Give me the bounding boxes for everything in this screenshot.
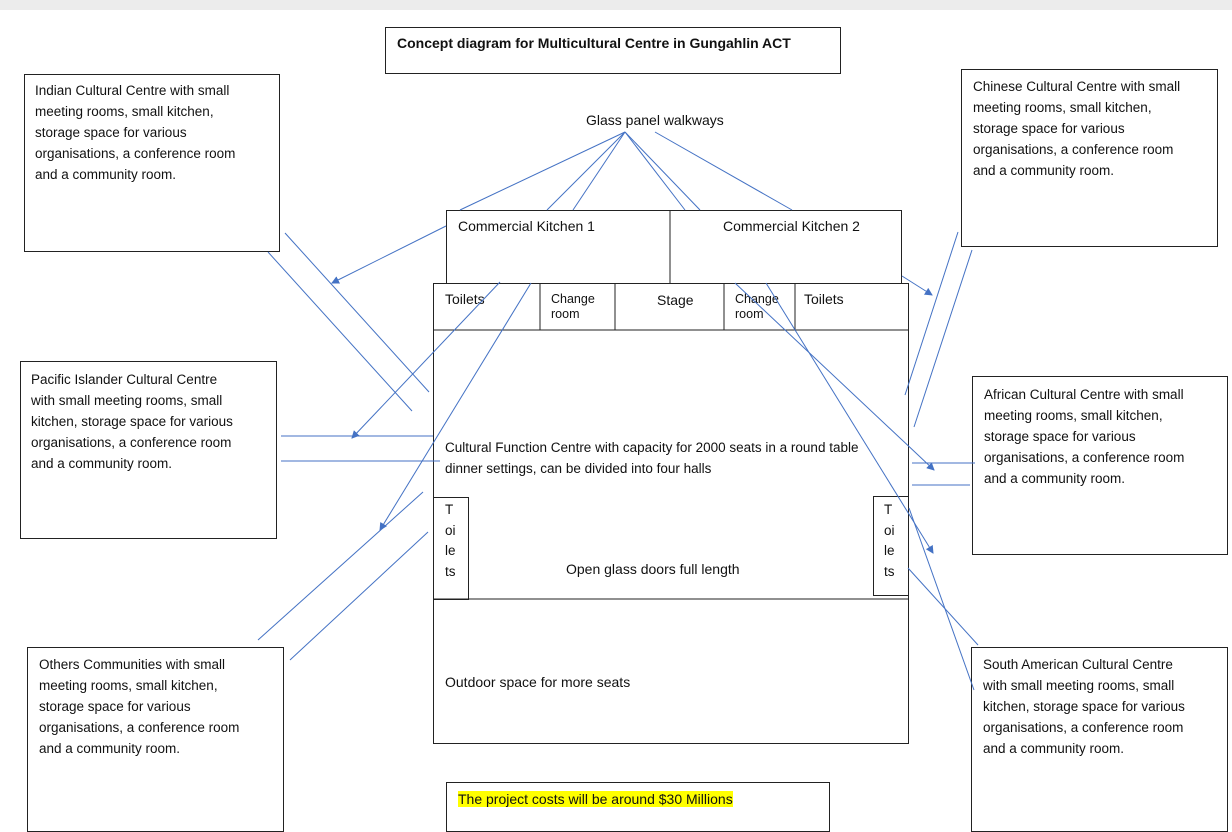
stage-label: Stage (657, 292, 694, 308)
title-box (385, 27, 841, 74)
function-centre-description: Cultural Function Centre with capacity f… (445, 440, 859, 476)
side-toilets-right-label: T oi le ts (884, 502, 895, 579)
change-room-left-label: Change room (551, 292, 595, 321)
pacific-centre-description: Pacific Islander Cultural Centre with sm… (31, 372, 233, 471)
south-american-centre-description: South American Cultural Centre with smal… (983, 657, 1185, 756)
pacific-centre-box (20, 361, 277, 539)
top-bar (0, 0, 1232, 10)
chinese-centre-description: Chinese Cultural Centre with small meeti… (973, 79, 1181, 178)
african-centre-description: African Cultural Centre with small meeti… (984, 387, 1185, 486)
chinese-link (913, 249, 973, 428)
walkway-line (546, 131, 626, 211)
toilets-left-label: Toilets (445, 291, 485, 307)
south-american-link (908, 507, 975, 691)
others-link (257, 491, 424, 641)
kitchens-block (446, 210, 902, 284)
kitchen-1-label: Commercial Kitchen 1 (458, 218, 595, 234)
cost-note: The project costs will be around $30 Mil… (458, 789, 733, 810)
indian-centre-box (24, 74, 280, 252)
chinese-centre-box (961, 69, 1218, 247)
walkway-line (624, 131, 686, 211)
indian-link (284, 232, 430, 393)
side-toilets-left-label: T oi le ts (445, 502, 456, 579)
indian-link (267, 251, 413, 412)
others-centre-box (27, 647, 284, 832)
walkway-line (624, 131, 701, 211)
walkways-label: Glass panel walkways (586, 112, 724, 128)
diagram-title: Concept diagram for Multicultural Centre… (397, 35, 791, 51)
indian-arrow (331, 225, 447, 284)
walkway-line (572, 131, 626, 211)
african-centre-box (972, 376, 1228, 555)
walkway-line (459, 131, 626, 211)
others-link (289, 531, 429, 661)
indian-centre-description: Indian Cultural Centre with small meetin… (35, 83, 236, 182)
outdoor-space-label: Outdoor space for more seats (445, 674, 631, 690)
kitchen-2-label: Commercial Kitchen 2 (723, 218, 860, 234)
south-american-centre-box (971, 647, 1228, 832)
others-centre-description: Others Communities with small meeting ro… (39, 657, 240, 756)
walkway-line (654, 131, 793, 211)
cost-note-text: The project costs will be around $30 Mil… (458, 791, 733, 807)
change-room-right-label: Change room (735, 292, 779, 321)
chinese-link (904, 231, 959, 396)
toilets-right-label: Toilets (804, 291, 844, 307)
south-american-link (907, 567, 979, 646)
glass-doors-label: Open glass doors full length (566, 561, 740, 577)
